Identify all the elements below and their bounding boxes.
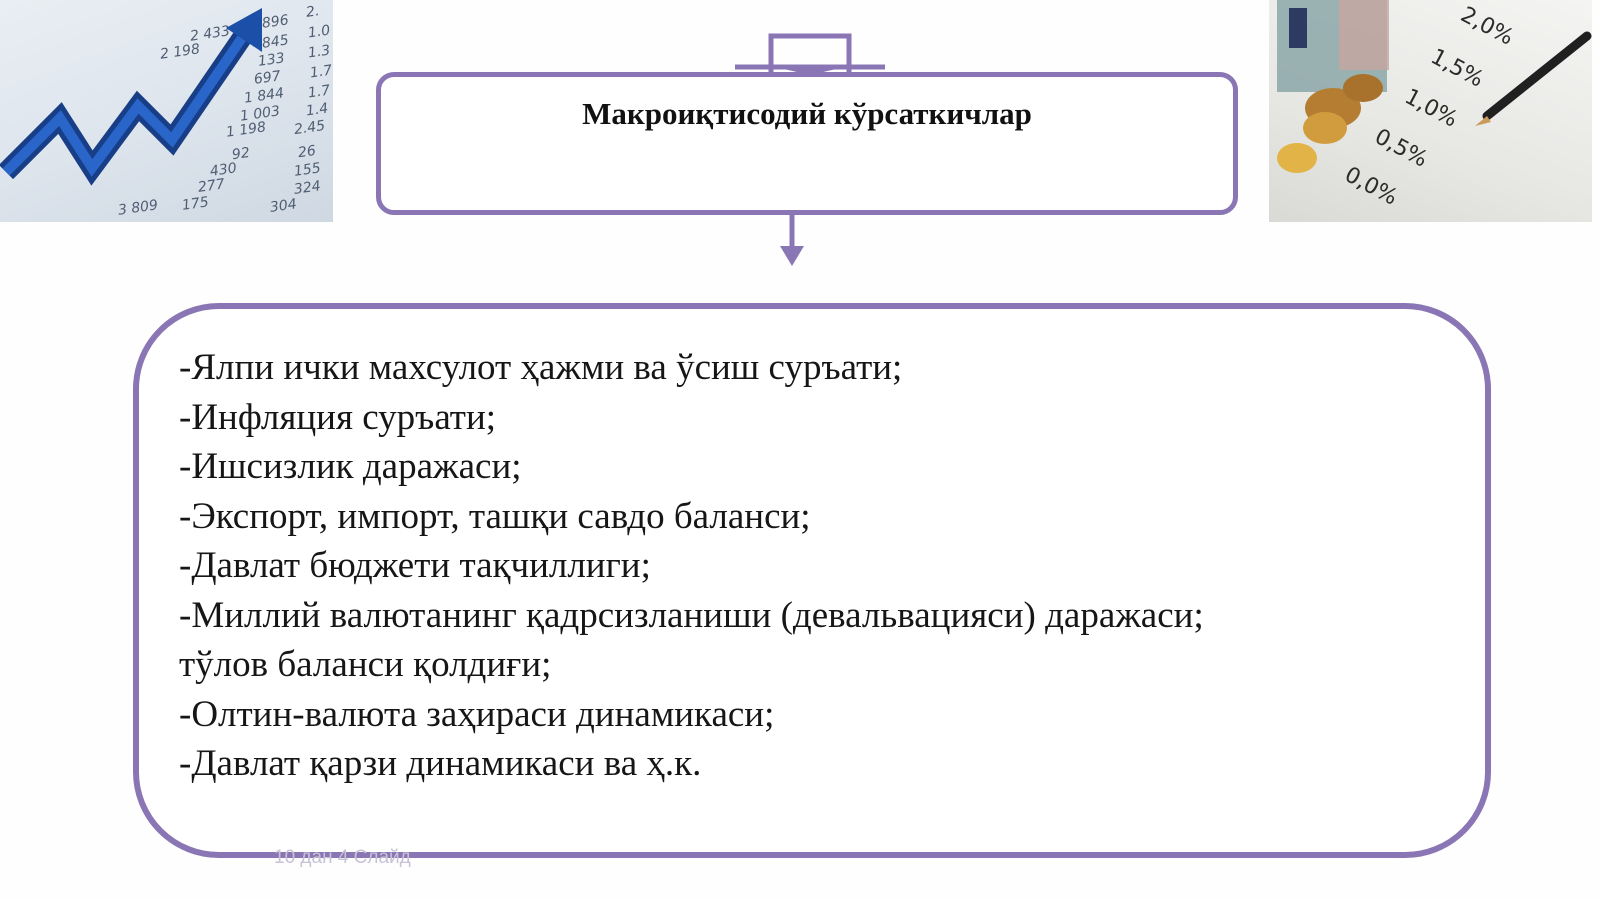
list-item: -Ялпи ички махсулот ҳажми ва ўсиш суръат… bbox=[179, 347, 903, 388]
indicators-list: -Ялпи ички махсулот ҳажми ва ўсиш суръат… bbox=[179, 343, 1204, 789]
connector-bracket-icon bbox=[735, 33, 885, 75]
list-item: -Экспорт, импорт, ташқи савдо баланси; bbox=[179, 495, 811, 537]
arrow-down-icon bbox=[780, 214, 804, 266]
list-item: -Миллий валютанинг қадрсизланиши (деваль… bbox=[179, 594, 1204, 636]
list-item: -Ишсизлик даражаси; bbox=[179, 446, 522, 487]
indicators-box: -Ялпи ички махсулот ҳажми ва ўсиш суръат… bbox=[133, 303, 1491, 858]
pencil-icon bbox=[1475, 31, 1592, 126]
percent-scale-image: 2,0% 1,5% 1,0% 0,5% 0,0% bbox=[1269, 0, 1592, 222]
list-item: -Давлат қарзи динамикаси ва ҳ.к. bbox=[179, 743, 702, 784]
money-icon bbox=[1277, 0, 1389, 173]
upward-arrow-icon bbox=[0, 8, 262, 186]
list-item: -Олтин-валюта заҳираси динамикаси; bbox=[179, 693, 775, 735]
list-item: тўлов баланси қолдиғи; bbox=[179, 644, 552, 685]
title-box: Макроиқтисодий кўрсаткичлар bbox=[376, 72, 1238, 215]
stock-chart-image: 2 433 896 2. 845 1.0 2 198 133 1.3 697 1… bbox=[0, 0, 333, 222]
slide-number-footer: 10 дан 4 Слайд bbox=[274, 847, 411, 868]
list-item: -Давлат бюджети тақчиллиги; bbox=[179, 545, 651, 586]
list-item: -Инфляция суръати; bbox=[179, 396, 497, 438]
slide-title: Макроиқтисодий кўрсаткичлар bbox=[582, 96, 1032, 131]
